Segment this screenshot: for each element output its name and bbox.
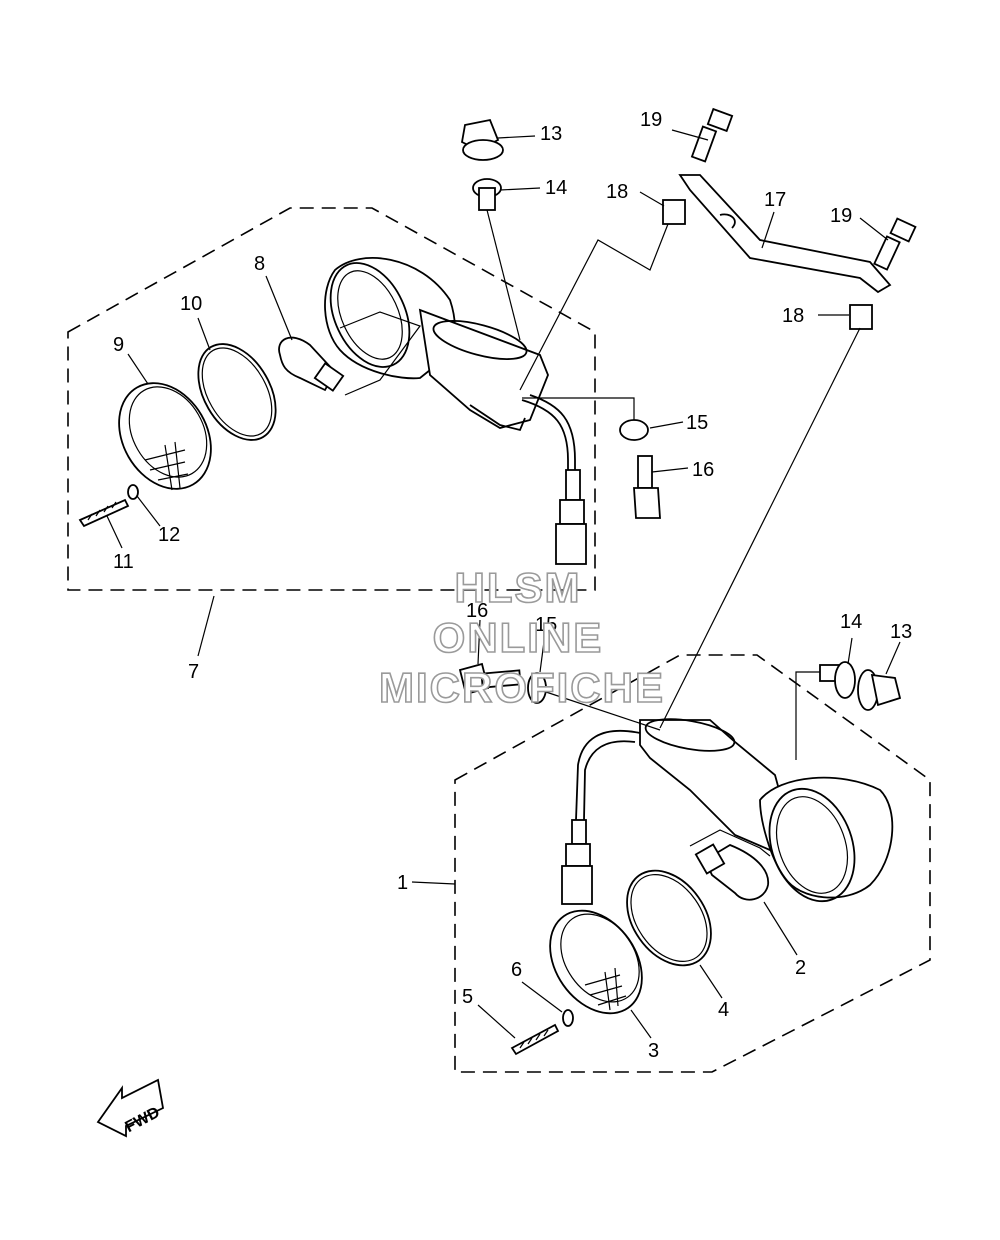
- callout-13-bottom: 13: [890, 621, 912, 643]
- lower-washer: [562, 1009, 574, 1027]
- upper-signal-housing: [324, 257, 576, 495]
- callout-3: 3: [648, 1040, 659, 1062]
- watermark-line-3: MICROFICHE: [379, 664, 665, 711]
- upper-assembly-boundary: [67, 207, 596, 591]
- callout-4: 4: [718, 999, 729, 1021]
- callout-17: 17: [764, 189, 786, 211]
- washer-15-lower: [527, 672, 547, 704]
- upper-bulb: [278, 336, 345, 392]
- callout-14-bottom: 14: [840, 611, 862, 633]
- callout-16-top: 16: [692, 459, 714, 481]
- callout-16-bottom: 16: [466, 600, 488, 622]
- watermark-line-2: ONLINE: [433, 614, 604, 661]
- callout-8: 8: [254, 253, 265, 275]
- lower-bulb: [694, 843, 769, 901]
- callout-15-top: 15: [686, 412, 708, 434]
- watermark-line-1: HLSM: [455, 564, 582, 611]
- stay-bracket: [678, 174, 892, 294]
- callout-1: 1: [397, 872, 408, 894]
- collar-18-lower: [849, 304, 873, 330]
- callout-10: 10: [180, 293, 202, 315]
- upper-screw: [78, 498, 130, 528]
- lower-signal-housing: [575, 718, 894, 903]
- callout-14-top: 14: [545, 177, 567, 199]
- bolt-16-lower: [458, 662, 522, 696]
- callout-2: 2: [795, 957, 806, 979]
- callout-9: 9: [113, 334, 124, 356]
- callout-15-bottom: 15: [535, 614, 557, 636]
- callout-19-top: 19: [640, 109, 662, 131]
- collar-14-lower: [819, 661, 856, 699]
- bolt-19-lower: [873, 217, 917, 271]
- callout-11: 11: [113, 551, 134, 573]
- nut-13-top: [460, 118, 504, 161]
- fwd-arrow-icon: FWD: [96, 1078, 165, 1138]
- callout-19-right: 19: [830, 205, 852, 227]
- bolt-16-upper: [633, 455, 661, 519]
- lower-assembly-boundary: [454, 654, 931, 1073]
- lower-connector: [561, 819, 593, 905]
- callout-18-top: 18: [606, 181, 628, 203]
- callout-5: 5: [462, 986, 473, 1008]
- collar-18-upper: [662, 199, 686, 225]
- bolt-19-upper: [690, 107, 734, 163]
- callout-12: 12: [158, 524, 180, 546]
- callout-6: 6: [511, 959, 522, 981]
- lower-lens: [549, 909, 643, 1015]
- upper-lens: [118, 382, 212, 491]
- upper-washer: [127, 484, 139, 500]
- collar-14-top: [472, 178, 502, 211]
- upper-gasket: [197, 343, 277, 441]
- alignment-lines: [339, 209, 861, 857]
- lower-screw: [510, 1023, 560, 1056]
- callout-18-right: 18: [782, 305, 804, 327]
- callout-7: 7: [188, 661, 199, 683]
- leader-lines: [106, 129, 901, 1039]
- upper-connector: [555, 469, 587, 565]
- lower-gasket: [626, 869, 712, 967]
- nut-13-lower: [857, 669, 902, 711]
- washer-15-upper: [619, 419, 649, 441]
- callout-13-top: 13: [540, 123, 562, 145]
